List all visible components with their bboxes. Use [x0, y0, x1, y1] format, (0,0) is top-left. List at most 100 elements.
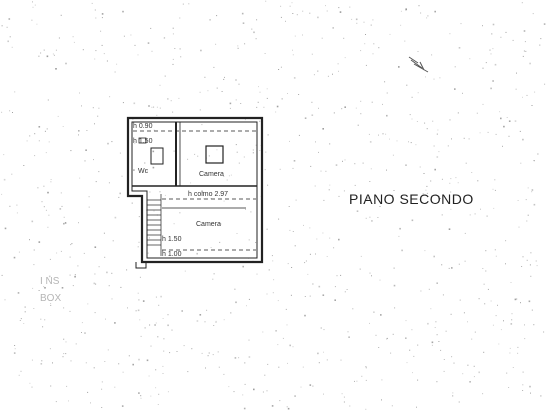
- speckle-dot: [107, 349, 109, 351]
- speckle-dot: [494, 179, 496, 181]
- speckle-dot: [515, 88, 517, 90]
- speckle-dot: [134, 143, 136, 145]
- speckle-dot: [179, 212, 181, 214]
- speckle-dot: [302, 34, 303, 36]
- speckle-dot: [131, 202, 133, 204]
- speckle-dot: [543, 331, 545, 333]
- speckle-dot: [399, 227, 401, 230]
- speckle-dot: [230, 312, 232, 314]
- speckle-dot: [173, 223, 175, 225]
- speckle-dot: [212, 354, 214, 356]
- speckle-dot: [348, 336, 350, 338]
- speckle-dot: [253, 388, 255, 391]
- speckle-dot: [393, 190, 395, 191]
- speckle-dot: [326, 359, 328, 361]
- speckle-dot: [34, 133, 36, 135]
- speckle-dot: [167, 98, 169, 100]
- speckle-dot: [533, 203, 536, 206]
- speckle-dot: [336, 275, 338, 277]
- speckle-dot: [476, 112, 478, 114]
- speckle-dot: [413, 355, 415, 357]
- speckle-dot: [298, 94, 300, 95]
- speckle-dot: [106, 60, 108, 62]
- speckle-dot: [6, 26, 8, 28]
- speckle-dot: [385, 133, 387, 135]
- speckle-dot: [163, 350, 165, 352]
- speckle-dot: [485, 62, 487, 64]
- speckle-dot: [172, 27, 174, 29]
- speckle-dot: [90, 402, 91, 404]
- speckle-dot: [93, 159, 94, 161]
- speckle-dot: [533, 324, 535, 326]
- speckle-dot: [458, 401, 460, 403]
- speckle-dot: [431, 344, 433, 346]
- speckle-dot: [526, 94, 528, 96]
- speckle-dot: [50, 181, 52, 183]
- speckle-dot: [236, 233, 238, 234]
- speckle-dot: [208, 155, 210, 157]
- speckle-dot: [219, 223, 222, 225]
- speckle-dot: [391, 405, 393, 407]
- speckle-dot: [267, 134, 269, 136]
- speckle-dot: [48, 214, 50, 216]
- speckle-dot: [83, 252, 85, 254]
- speckle-dot: [173, 150, 175, 152]
- speckle-dot: [448, 267, 450, 269]
- speckle-dot: [289, 344, 291, 347]
- speckle-dot: [468, 138, 470, 140]
- speckle-dot: [392, 333, 394, 335]
- speckle-dot: [155, 322, 157, 324]
- speckle-dot: [88, 206, 90, 208]
- speckle-dot: [114, 71, 116, 73]
- speckle-dot: [386, 337, 388, 339]
- speckle-dot: [465, 162, 467, 164]
- speckle-dot: [171, 329, 173, 331]
- speckle-dot: [309, 384, 312, 386]
- speckle-dot: [167, 324, 169, 327]
- speckle-dot: [248, 239, 250, 241]
- speckle-dot: [379, 279, 381, 281]
- speckle-dot: [329, 143, 331, 145]
- speckle-dot: [24, 306, 26, 308]
- speckle-dot: [163, 37, 165, 39]
- speckle-dot: [75, 343, 77, 345]
- speckle-dot: [256, 106, 258, 108]
- speckle-dot: [92, 107, 94, 109]
- speckle-dot: [267, 184, 269, 186]
- speckle-dot: [72, 285, 74, 287]
- speckle-dot: [106, 271, 108, 274]
- speckle-dot: [278, 218, 280, 220]
- wc-sink: [138, 137, 147, 144]
- speckle-dot: [512, 39, 514, 41]
- height-label-1: h 0.90: [133, 123, 153, 130]
- speckle-dot: [91, 2, 93, 4]
- speckle-dot: [516, 72, 517, 74]
- speckle-dot: [460, 23, 462, 25]
- speckle-dot: [63, 307, 65, 309]
- speckle-dot: [8, 18, 11, 20]
- speckle-dot: [522, 138, 524, 141]
- speckle-dot: [295, 199, 297, 201]
- speckle-dot: [216, 149, 218, 151]
- speckle-dot: [213, 325, 215, 326]
- speckle-dot: [200, 49, 202, 52]
- speckle-dot: [217, 351, 219, 353]
- speckle-dot: [103, 53, 105, 55]
- speckle-dot: [373, 43, 375, 45]
- speckle-dot: [255, 144, 257, 146]
- speckle-dot: [454, 88, 456, 90]
- speckle-dot: [482, 393, 484, 395]
- speckle-dot: [434, 327, 436, 328]
- speckle-dot: [50, 303, 52, 304]
- speckle-dot: [525, 50, 527, 52]
- speckle-dot: [382, 103, 383, 105]
- speckle-dot: [333, 247, 335, 249]
- speckle-dot: [524, 41, 526, 43]
- speckle-dot: [522, 256, 524, 258]
- speckle-dot: [485, 270, 487, 272]
- speckle-dot: [215, 320, 217, 322]
- speckle-dot: [159, 191, 161, 193]
- speckle-dot: [424, 122, 426, 124]
- speckle-dot: [392, 154, 394, 156]
